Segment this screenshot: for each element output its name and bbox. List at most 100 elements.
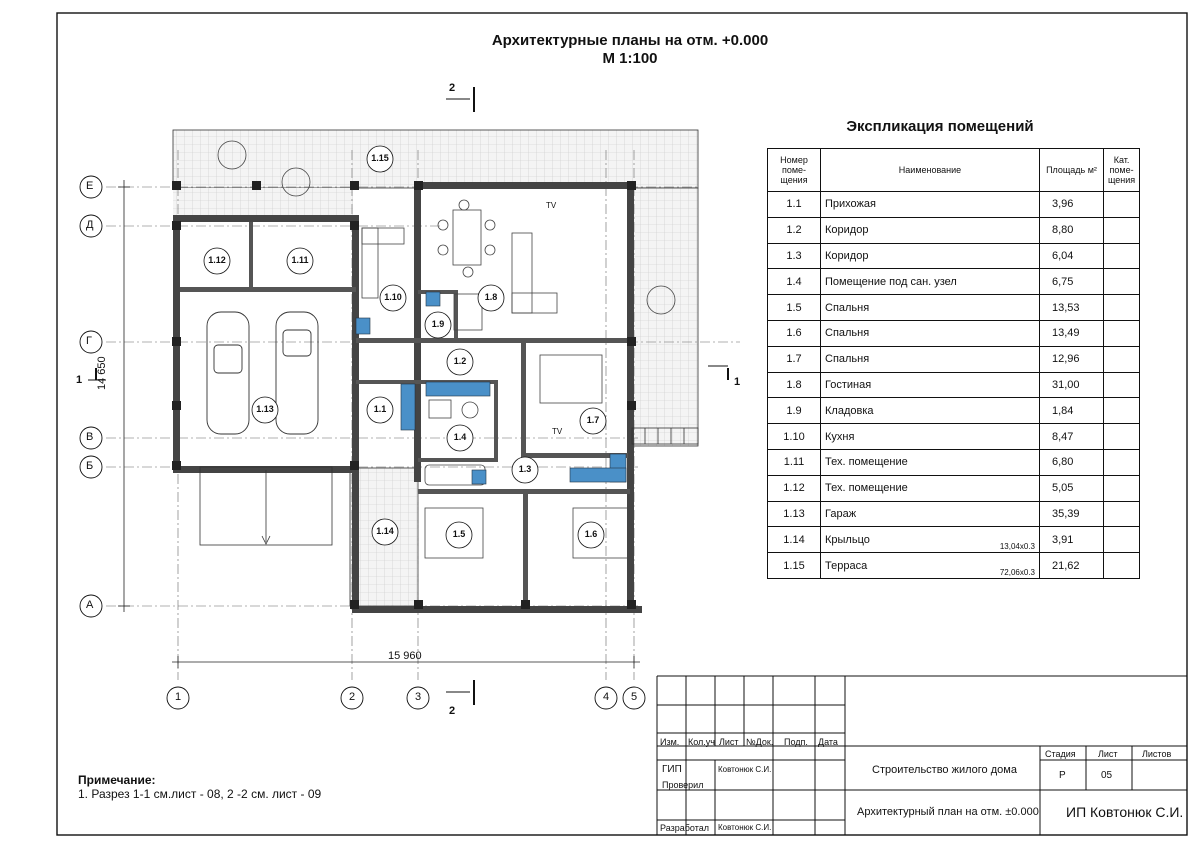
cell-cat [1102,526,1141,554]
cell-cat [1102,191,1141,218]
dimension-height: 14 650 [96,356,108,390]
header-area: Площадь м² [1039,148,1104,192]
cell-cat [1102,268,1141,296]
room-label: 1.13 [256,404,274,414]
room-name: Кухня [825,430,855,443]
room-name: Коридор [825,249,869,262]
axis-label: Б [86,460,94,472]
axis-circles [79,175,646,710]
room-name: Гараж [825,507,857,520]
axis-label: 5 [631,691,638,703]
tv-label: TV [552,427,563,436]
section-label-right: 1 [734,376,741,388]
header-cat: Кат. поме- щения [1102,148,1141,192]
section-label-bottom: 2 [449,705,456,717]
tb-col-koluch: Кол.уч [688,737,715,747]
cell-num: 1.11 [767,448,821,476]
room-name: Спальня [825,353,870,366]
cell-cat [1102,397,1141,425]
room-label: 1.6 [584,529,598,539]
room-name: Коридор [825,224,869,237]
explication-table: Номер поме- щения Наименование Площадь м… [767,148,1141,579]
cell-name: Кухня [820,423,1040,450]
drawing-title: Архитектурные планы на отм. +0.000 [491,32,769,49]
tb-list-label: Лист [1098,749,1118,759]
tb-col-izm: Изм. [660,737,680,747]
axis-label: 3 [415,691,422,703]
cell-num: 1.10 [767,423,821,450]
tb-lists-label: Листов [1142,749,1172,759]
cell-area: 21,62 [1039,552,1104,579]
tb-developed-name: Ковтонюк С.И. [718,823,772,832]
axis-label: Д [86,219,94,231]
cell-area: 6,75 [1039,268,1104,296]
tb-developed-role: Разработал [660,823,709,833]
dimension-width: 15 960 [388,650,422,662]
room-name: Спальня [825,301,870,314]
cell-area: 12,96 [1039,345,1104,373]
section-marks [95,87,729,705]
axis-label: Е [86,180,94,192]
axis-label: 1 [175,691,182,703]
axis-label: 4 [603,691,610,703]
cell-area: 6,80 [1039,448,1104,476]
cell-num: 1.2 [767,216,821,244]
room-name: Прихожая [825,198,876,211]
header-name: Наименование [820,148,1040,192]
axis-label: В [86,431,94,443]
cell-area: 5,05 [1039,474,1104,502]
room-name: Помещение под сан. узел [825,275,957,288]
interior-walls [180,222,630,606]
tb-project: Строительство жилого дома [872,764,1017,776]
note-heading: Примечание: [78,773,156,787]
tb-col-data: Дата [818,737,838,747]
room-label: 1.8 [484,292,498,302]
cell-cat [1102,345,1141,373]
cell-area: 31,00 [1039,371,1104,399]
tb-list-value: 05 [1101,770,1113,781]
cell-num: 1.15 [767,552,821,579]
tv-label: TV [546,201,557,210]
room-label: 1.14 [376,526,394,536]
axis-label: 2 [349,691,356,703]
cell-name: Прихожая [820,191,1040,218]
tb-gip-name: Ковтонюк С.И. [718,765,772,774]
section-label-top: 2 [449,82,456,94]
cell-cat [1102,448,1141,476]
section-label-left: 1 [76,374,83,386]
room-label: 1.15 [371,153,389,163]
cell-num: 1.12 [767,474,821,502]
room-label: 1.7 [586,415,600,425]
tb-col-list: Лист [719,737,739,747]
cell-area: 3,96 [1039,191,1104,218]
note-text: 1. Разрез 1-1 см.лист - 08, 2 -2 см. лис… [78,787,322,801]
cell-cat [1102,216,1141,244]
cell-name: Тех. помещение [820,448,1040,476]
cell-name: Спальня [820,345,1040,373]
explication-title: Экспликация помещений [846,118,1034,135]
terrace-top [172,129,699,189]
terrace-right [629,187,699,447]
table-row: 1.4 Помещение под сан. узел 6,75 [767,268,1141,296]
tb-col-ndok: №Док. [746,737,774,747]
cars [206,311,319,435]
section-arrows [88,98,728,693]
room-name: Тех. помещение [825,456,908,469]
tb-stage-value: Р [1059,770,1066,781]
cell-name: Тех. помещение [820,474,1040,502]
room-name: Тех. помещение [825,482,908,495]
cell-name: Помещение под сан. узел [820,268,1040,296]
cell-name: Коридор [820,216,1040,244]
cell-num: 1.4 [767,268,821,296]
room-circles [203,145,607,549]
